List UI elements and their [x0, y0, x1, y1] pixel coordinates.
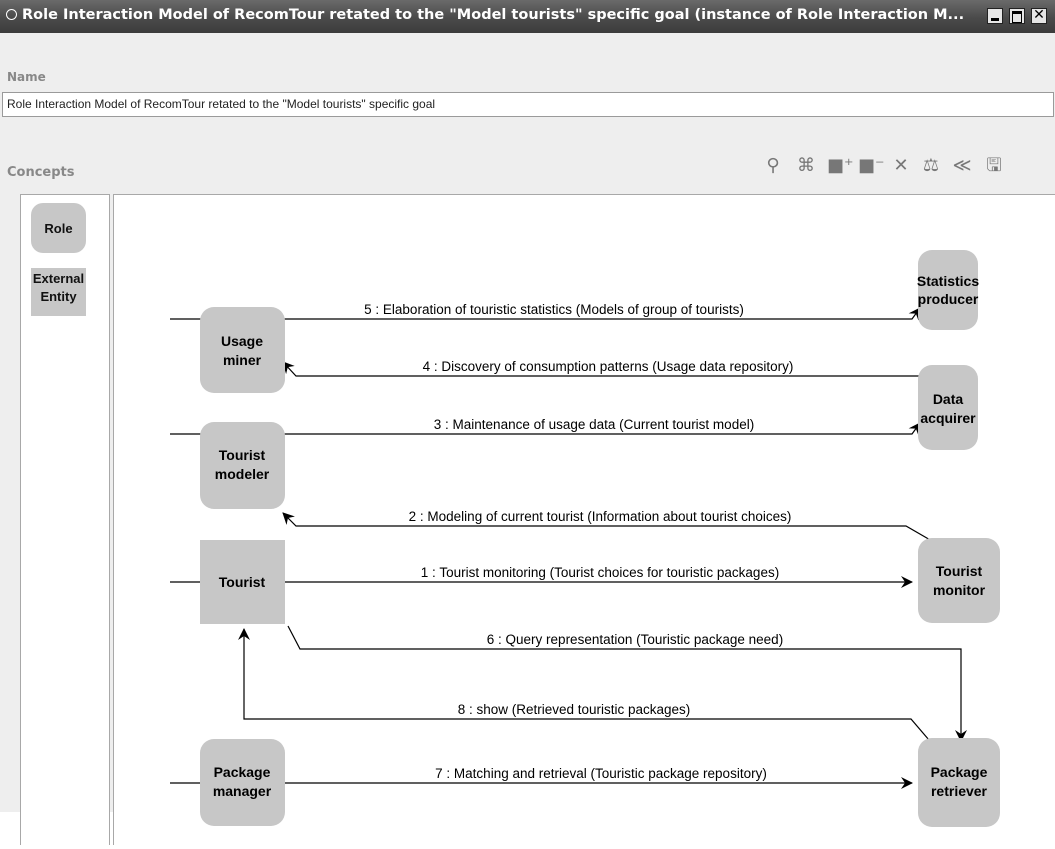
edge-4-label: 4 : Discovery of consumption patterns (U… — [423, 359, 794, 374]
node-tourist[interactable]: Tourist — [200, 540, 285, 624]
node-data-acquirer-line2: acquirer — [920, 410, 976, 426]
node-statistics-producer[interactable]: Statistics producer — [917, 250, 979, 330]
name-label: Name — [7, 70, 46, 84]
palette-role-item[interactable]: Role — [31, 203, 86, 253]
delete-icon[interactable]: ✕ — [893, 155, 909, 176]
concepts-label: Concepts — [7, 165, 75, 180]
diagram-canvas[interactable]: 5 : Elaboration of touristic statistics … — [113, 194, 1055, 845]
node-package-manager-line1: Package — [214, 764, 271, 780]
edge-8[interactable]: 8 : show (Retrieved touristic packages) — [238, 628, 930, 741]
palette-external-entity-label: External Entity — [23, 270, 94, 306]
node-tourist-modeler-line2: modeler — [215, 466, 270, 482]
node-data-acquirer-line1: Data — [933, 391, 964, 407]
diagram-svg: 5 : Elaboration of touristic statistics … — [170, 250, 1000, 827]
edge-6-label: 6 : Query representation (Touristic pack… — [487, 632, 783, 647]
node-package-retriever-line1: Package — [931, 764, 988, 780]
node-tourist-monitor-line2: monitor — [933, 582, 986, 598]
edge-3-label: 3 : Maintenance of usage data (Current t… — [434, 417, 754, 432]
edge-3[interactable]: 3 : Maintenance of usage data (Current t… — [170, 417, 921, 436]
node-tourist-monitor-line1: Tourist — [936, 563, 983, 579]
node-usage-miner[interactable]: Usage miner — [200, 307, 285, 393]
palette-external-entity-item[interactable]: External Entity — [31, 268, 86, 316]
node-statistics-producer-line2: producer — [918, 291, 979, 307]
node-package-retriever-line2: retriever — [931, 783, 988, 799]
search-node-icon[interactable]: ⚲ — [766, 155, 780, 176]
close-icon[interactable]: ✕ — [1031, 8, 1047, 24]
edge-4[interactable]: 4 : Discovery of consumption patterns (U… — [282, 359, 934, 377]
edge-2[interactable]: 2 : Modeling of current tourist (Informa… — [282, 509, 933, 542]
concepts-palette: Role External Entity — [20, 194, 110, 845]
edge-1-label: 1 : Tourist monitoring (Tourist choices … — [421, 565, 779, 580]
name-field[interactable]: Role Interaction Model of RecomTour reta… — [2, 92, 1054, 117]
edge-5-label: 5 : Elaboration of touristic statistics … — [364, 302, 744, 317]
edge-6[interactable]: 6 : Query representation (Touristic pack… — [287, 625, 967, 742]
window-title: Role Interaction Model of RecomTour reta… — [22, 7, 965, 23]
node-statistics-producer-line1: Statistics — [917, 273, 979, 289]
node-tourist-label: Tourist — [219, 574, 266, 590]
node-package-manager[interactable]: Package manager — [200, 739, 285, 826]
edge-1[interactable]: 1 : Tourist monitoring (Tourist choices … — [170, 565, 913, 588]
zoom-out-icon[interactable]: ■⁻ — [858, 155, 885, 176]
maximize-icon[interactable] — [1009, 8, 1025, 24]
editor-panel: Name Role Interaction Model of RecomTour… — [0, 33, 1055, 845]
node-package-manager-line2: manager — [213, 783, 272, 799]
edge-8-label: 8 : show (Retrieved touristic packages) — [458, 702, 691, 717]
window-title-bar[interactable]: Role Interaction Model of RecomTour reta… — [0, 0, 1055, 33]
fit-diagram-icon[interactable]: ⌘ — [797, 155, 815, 176]
node-tourist-monitor[interactable]: Tourist monitor — [918, 538, 1000, 623]
edge-7-label: 7 : Matching and retrieval (Touristic pa… — [435, 766, 767, 781]
layout-tree-icon[interactable]: ⚖ — [922, 155, 940, 176]
edge-7[interactable]: 7 : Matching and retrieval (Touristic pa… — [170, 766, 913, 789]
minimize-icon[interactable] — [987, 8, 1003, 24]
window-app-icon — [6, 9, 17, 20]
palette-external-entity-line2: Entity — [40, 289, 77, 304]
palette-external-entity-line1: External — [32, 271, 85, 286]
zoom-in-icon[interactable]: ■⁺ — [827, 155, 854, 176]
node-tourist-modeler-line1: Tourist — [219, 447, 266, 463]
save-icon[interactable]: 🖫 — [986, 155, 1002, 176]
edge-2-label: 2 : Modeling of current tourist (Informa… — [409, 509, 792, 524]
node-tourist-modeler[interactable]: Tourist modeler — [200, 422, 285, 509]
node-package-retriever[interactable]: Package retriever — [918, 738, 1000, 827]
node-usage-miner-line1: Usage — [221, 333, 263, 349]
node-usage-miner-line2: miner — [223, 352, 262, 368]
export-icon[interactable]: ≪ — [952, 155, 972, 176]
edge-5[interactable]: 5 : Elaboration of touristic statistics … — [170, 302, 921, 321]
node-data-acquirer[interactable]: Data acquirer — [918, 365, 978, 450]
